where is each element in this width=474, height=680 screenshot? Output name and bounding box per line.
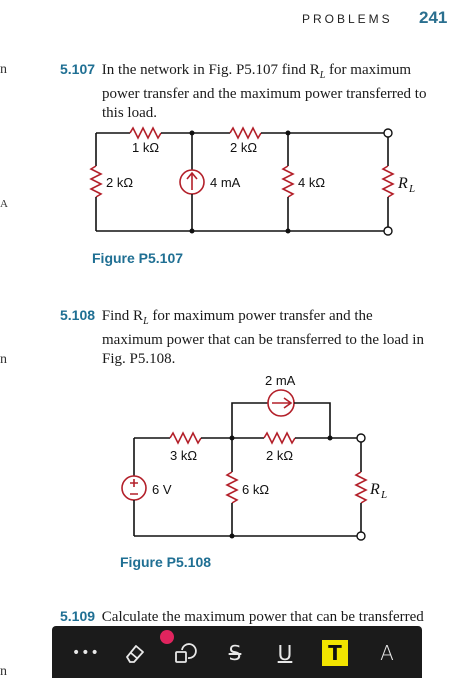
- label-rl: R: [369, 481, 380, 498]
- problem-text-line: Fig. P5.108.: [102, 351, 176, 367]
- margin-fragment: n: [0, 664, 7, 679]
- label-1k: 1 kΩ: [132, 140, 159, 155]
- problem-text: Find RL for maximum power transfer and t…: [101, 308, 373, 327]
- eraser-icon[interactable]: [122, 640, 148, 666]
- shapes-icon[interactable]: [160, 630, 198, 666]
- label-2ma: 2 mA: [265, 373, 296, 388]
- annotation-toolbar: ••• S U T A: [52, 626, 422, 678]
- text-highlight-icon[interactable]: T: [322, 640, 348, 666]
- label-3k: 3 kΩ: [170, 448, 197, 463]
- label-2k: 2 kΩ: [266, 448, 293, 463]
- circuit-diagram-p5-107: 1 kΩ 2 kΩ 2 kΩ 4 mA 4 kΩ R L: [89, 126, 415, 236]
- problem-text-line: this load.: [102, 105, 157, 121]
- problem-text-line: power transfer and the maximum power tra…: [102, 86, 427, 102]
- label-rl-sub: L: [408, 183, 415, 195]
- problem-5-108: 5.108 Find RL for maximum power transfer…: [60, 306, 460, 369]
- resistor-4k: [281, 165, 295, 198]
- label-rl-sub: L: [380, 489, 387, 501]
- problem-text: Calculate the maximum power that can be …: [101, 609, 424, 625]
- margin-fragment: n: [0, 352, 7, 367]
- terminal-node: [356, 531, 366, 541]
- label-4k: 4 kΩ: [298, 175, 325, 190]
- resistor-6k: [225, 471, 239, 504]
- label-2k-top: 2 kΩ: [230, 140, 257, 155]
- strikethrough-icon[interactable]: S: [228, 641, 242, 665]
- label-rl: R: [397, 175, 408, 192]
- problem-5-107: 5.107 In the network in Fig. P5.107 find…: [60, 60, 460, 123]
- margin-fragment: n: [0, 62, 7, 77]
- terminal-node: [356, 433, 366, 443]
- figure-caption: Figure P5.108: [120, 554, 212, 570]
- resistor-load: [354, 471, 368, 504]
- problem-text-line: maximum power that can be transferred to…: [102, 332, 424, 348]
- label-4ma: 4 mA: [210, 175, 241, 190]
- label-6v: 6 V: [152, 482, 172, 497]
- more-icon[interactable]: •••: [72, 645, 100, 661]
- resistor-load: [381, 165, 395, 198]
- circuit-diagram-p5-108: 2 mA 3 kΩ 2 kΩ 6 V 6 kΩ R L: [121, 373, 387, 541]
- resistor-2k: [263, 431, 296, 445]
- resistor-1k: [129, 126, 162, 140]
- notification-badge: [160, 630, 174, 644]
- label-2k-left: 2 kΩ: [106, 175, 133, 190]
- problem-number: 5.108: [60, 307, 96, 323]
- resistor-3k: [169, 431, 202, 445]
- resistor-2k-left: [89, 165, 103, 198]
- pen-icon[interactable]: A: [380, 641, 394, 665]
- resistor-2k-top: [229, 126, 262, 140]
- problem-text: In the network in Fig. P5.107 find RL fo…: [101, 62, 412, 81]
- running-header: PROBLEMS: [302, 12, 393, 26]
- margin-fragment: A: [0, 198, 8, 210]
- problem-number: 5.109: [60, 608, 96, 624]
- underline-icon[interactable]: U: [277, 641, 293, 665]
- label-6k: 6 kΩ: [242, 482, 269, 497]
- terminal-node: [383, 128, 393, 138]
- terminal-node: [383, 226, 393, 236]
- problem-number: 5.107: [60, 61, 96, 77]
- problem-5-109: 5.109 Calculate the maximum power that c…: [60, 607, 460, 627]
- figure-caption: Figure P5.107: [92, 250, 184, 266]
- page-number: 241: [419, 8, 448, 27]
